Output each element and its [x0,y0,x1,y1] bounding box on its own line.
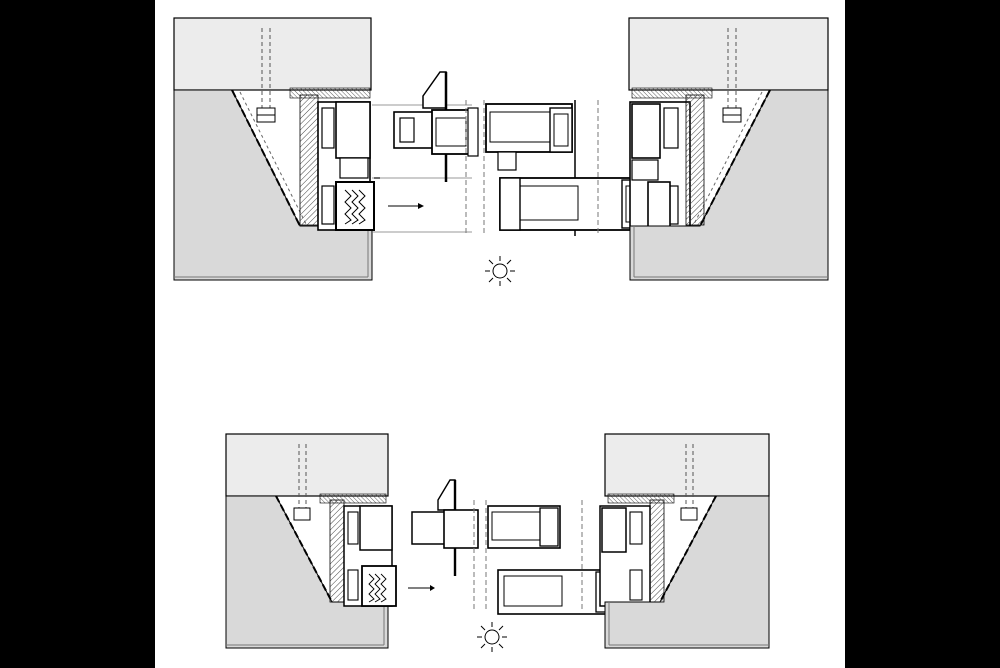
detail-top [173,17,829,286]
detail-bottom [225,433,770,652]
arrow-right-icon [388,203,424,209]
right-wall-upper [604,433,770,497]
sun-icon [485,256,515,286]
arrow-right-icon [408,585,435,591]
left-wall-upper [173,17,372,91]
spring-housing [335,181,375,231]
sun-icon [477,622,507,652]
left-wall-upper [225,433,389,497]
